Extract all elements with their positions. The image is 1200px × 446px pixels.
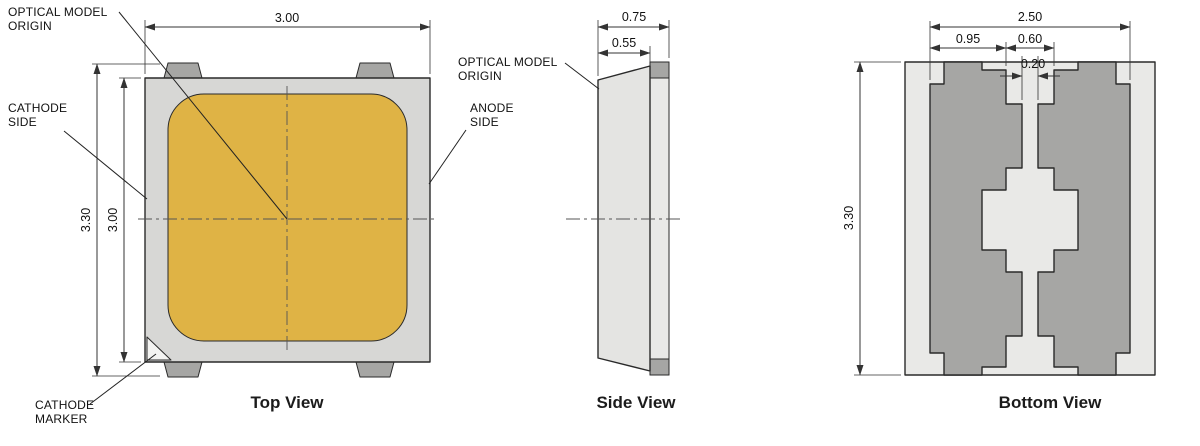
bottom-pad-width-dimension: 0.95 xyxy=(956,32,980,46)
top-view-tab-top-left-icon xyxy=(163,62,203,79)
side-view-tab-bottom-icon xyxy=(649,358,670,376)
bottom-center-gap-dimension: 0.20 xyxy=(1021,57,1045,71)
side-outer-depth-dimension: 0.75 xyxy=(622,10,646,24)
cathode-marker-label-line1: CATHODE xyxy=(35,398,94,412)
bottom-view-left-pad xyxy=(929,61,1023,376)
top-view-caption: Top View xyxy=(250,393,324,412)
optical-origin-label-line1: OPTICAL MODEL xyxy=(8,5,108,19)
side-view: 0.75 0.55 OPTICAL MODEL ORIGIN Side View xyxy=(458,10,684,412)
bottom-view-right-pad xyxy=(1037,61,1131,376)
side-view-tab-top-icon xyxy=(649,61,670,79)
bottom-pad-span-dimension: 2.50 xyxy=(1018,10,1042,24)
bottom-view-caption: Bottom View xyxy=(999,393,1102,412)
side-view-flange xyxy=(649,61,670,376)
bottom-view: 2.50 0.95 0.60 0.20 3.30 Bottom View xyxy=(842,10,1156,412)
top-width-dimension: 3.00 xyxy=(275,11,299,25)
top-view-tab-bottom-left-icon xyxy=(163,361,203,378)
anode-side-leader xyxy=(428,129,467,185)
bottom-height-dimension: 3.30 xyxy=(842,206,856,230)
side-optical-origin-label-line1: OPTICAL MODEL xyxy=(458,55,558,69)
anode-side-label-line2: SIDE xyxy=(470,115,499,129)
side-view-body-profile xyxy=(597,65,651,372)
cathode-marker-leader xyxy=(89,353,157,405)
top-view: 3.00 3.30 3.00 OPTICAL MODEL ORIGIN CATH… xyxy=(8,5,514,426)
anode-side-label-line1: ANODE xyxy=(470,101,514,115)
cathode-side-label-line1: CATHODE xyxy=(8,101,67,115)
side-body-depth-dimension: 0.55 xyxy=(612,36,636,50)
top-view-tab-top-right-icon xyxy=(355,62,395,79)
top-view-cathode-marker-chamfer xyxy=(146,336,172,361)
top-body-height-dimension: 3.00 xyxy=(106,208,120,232)
top-view-phosphor-area xyxy=(167,93,408,342)
cathode-side-label-line2: SIDE xyxy=(8,115,37,129)
cathode-marker-label-line2: MARKER xyxy=(35,412,88,426)
side-optical-origin-leader xyxy=(564,62,600,90)
top-view-tab-bottom-right-icon xyxy=(355,361,395,378)
top-outer-height-dimension: 3.30 xyxy=(79,208,93,232)
optical-origin-leader xyxy=(118,11,288,220)
cathode-side-leader xyxy=(63,130,148,200)
side-view-caption: Side View xyxy=(596,393,676,412)
bottom-center-width-dimension: 0.60 xyxy=(1018,32,1042,46)
optical-origin-label-line2: ORIGIN xyxy=(8,19,52,33)
side-optical-origin-label-line2: ORIGIN xyxy=(458,69,502,83)
